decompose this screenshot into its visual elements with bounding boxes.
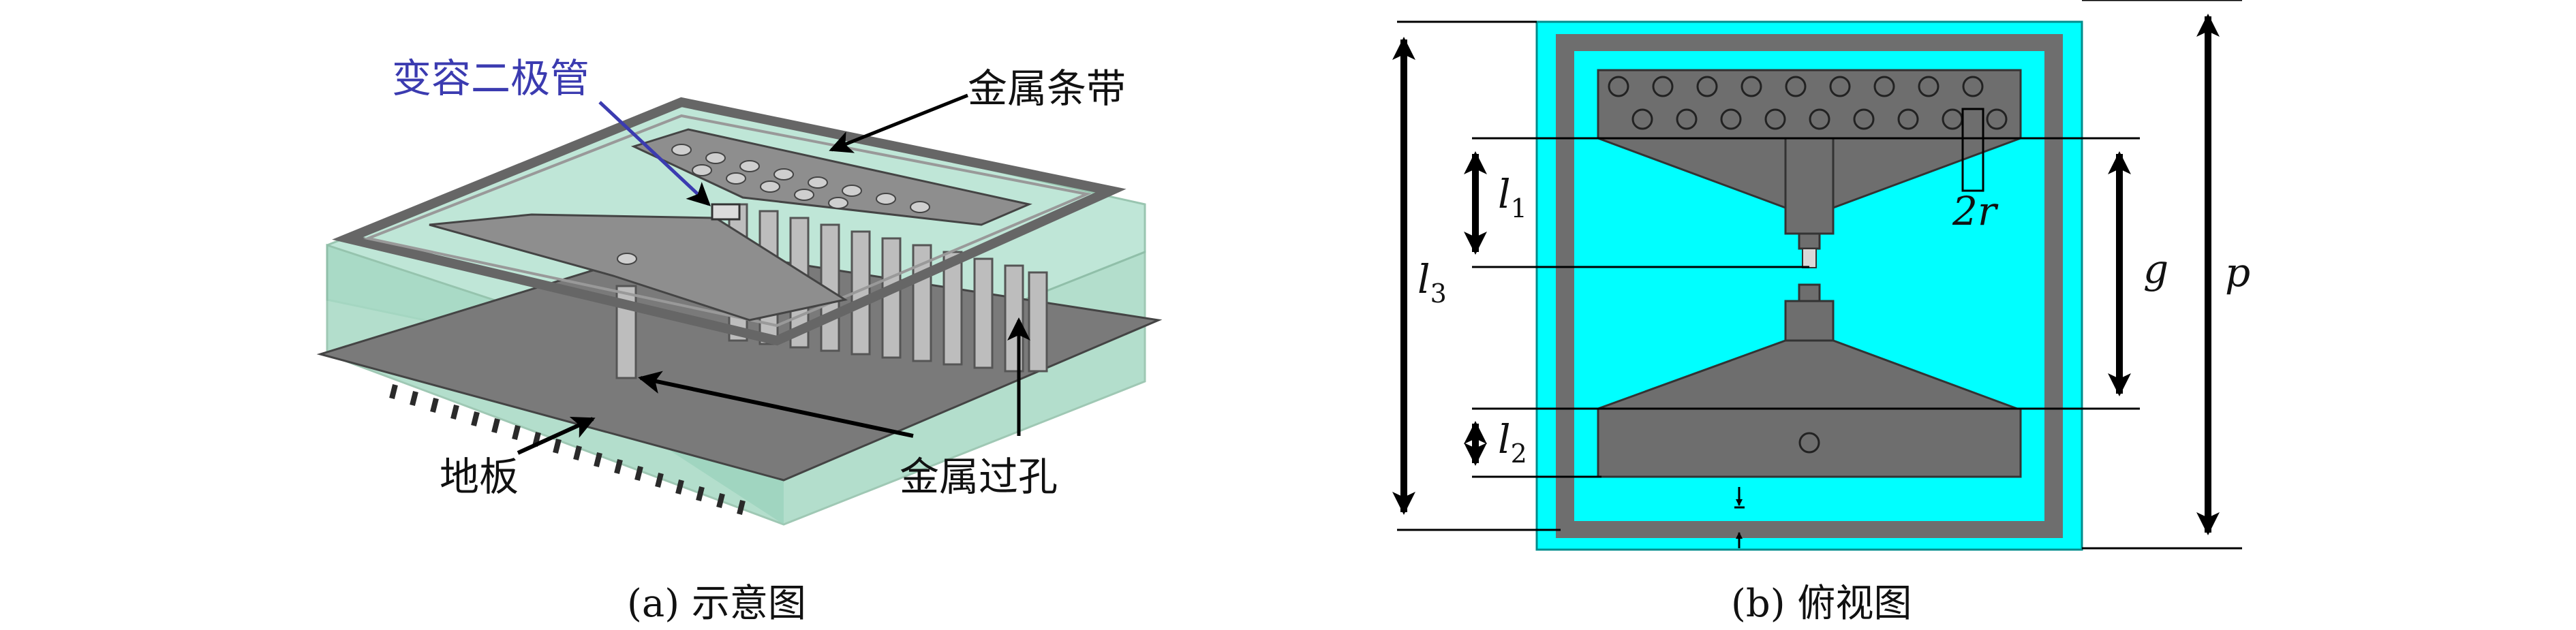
label-metal-via: 金属过孔 <box>900 454 1058 500</box>
lower-feed <box>1798 283 1821 302</box>
label-2r: 2r <box>1952 188 1999 234</box>
dimension-reference-lines <box>1397 0 2242 550</box>
label-g: g <box>2143 246 2168 292</box>
label-metal-strip: 金属条带 <box>968 65 1126 112</box>
metal-strip-frame-inner <box>363 114 1092 328</box>
ground-plane-edge-teeth <box>389 384 746 515</box>
label-l2: l2 <box>1498 416 1527 469</box>
caption-a: (a) 示意图 <box>627 582 806 626</box>
label-ground: 地板 <box>440 454 519 500</box>
upper-patch-holes <box>1608 76 2008 130</box>
top-patch-upper <box>630 128 1032 226</box>
metal-strip-leader <box>829 93 968 153</box>
varactor-diode <box>711 203 741 221</box>
label-varactor: 变容二极管 <box>392 55 589 101</box>
metal-strip-frame <box>332 97 1126 346</box>
radius-indicator <box>1961 108 1984 192</box>
varactor-leader <box>598 101 711 206</box>
label-l3: l3 <box>1417 256 1447 309</box>
top-patch-lower <box>429 213 848 321</box>
label-l1: l1 <box>1498 171 1527 223</box>
top-patch-holes <box>617 144 930 265</box>
upper-stem <box>1784 137 1835 235</box>
caption-b: (b) 俯视图 <box>1731 582 1912 626</box>
lower-patch-hole <box>1798 432 1820 454</box>
upper-feed <box>1798 232 1821 250</box>
panel-b-topview: l1 l2 l3 g p 2r (b) 俯视图 <box>1392 0 2250 626</box>
dimension-arrows <box>1392 14 2220 535</box>
panel-a-schematic: 变容二极管 金属条带 地板 金属过孔 (a) 示意图 <box>316 55 1163 626</box>
label-p: p <box>2225 249 2250 296</box>
via-arrow-leader <box>638 371 914 438</box>
ground-leader <box>517 416 596 455</box>
varactor-gap <box>1802 248 1817 268</box>
